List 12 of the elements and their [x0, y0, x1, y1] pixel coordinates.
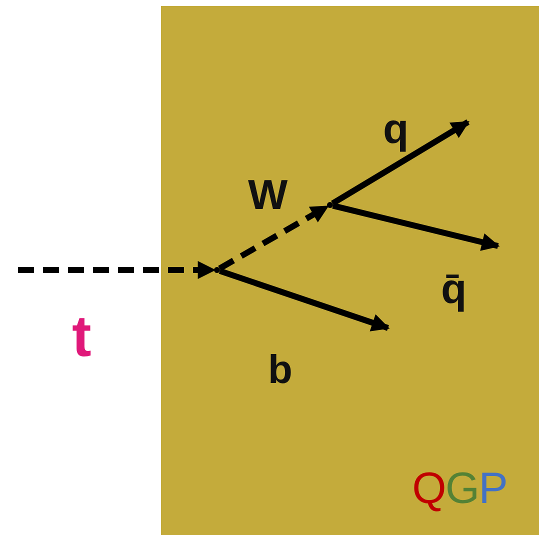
edge-label: t	[72, 308, 92, 366]
edge-label: q	[383, 108, 409, 150]
arrow	[332, 202, 500, 251]
plasma-region	[161, 6, 539, 535]
edge-label: W	[248, 174, 288, 216]
dashed-arrow	[218, 204, 329, 272]
edge-label: q̄	[441, 268, 467, 310]
region-label: QGP	[412, 467, 507, 511]
edge-label: b	[268, 350, 292, 390]
arrow	[218, 268, 390, 332]
dashed-arrow	[18, 261, 216, 279]
arrow	[331, 119, 470, 206]
